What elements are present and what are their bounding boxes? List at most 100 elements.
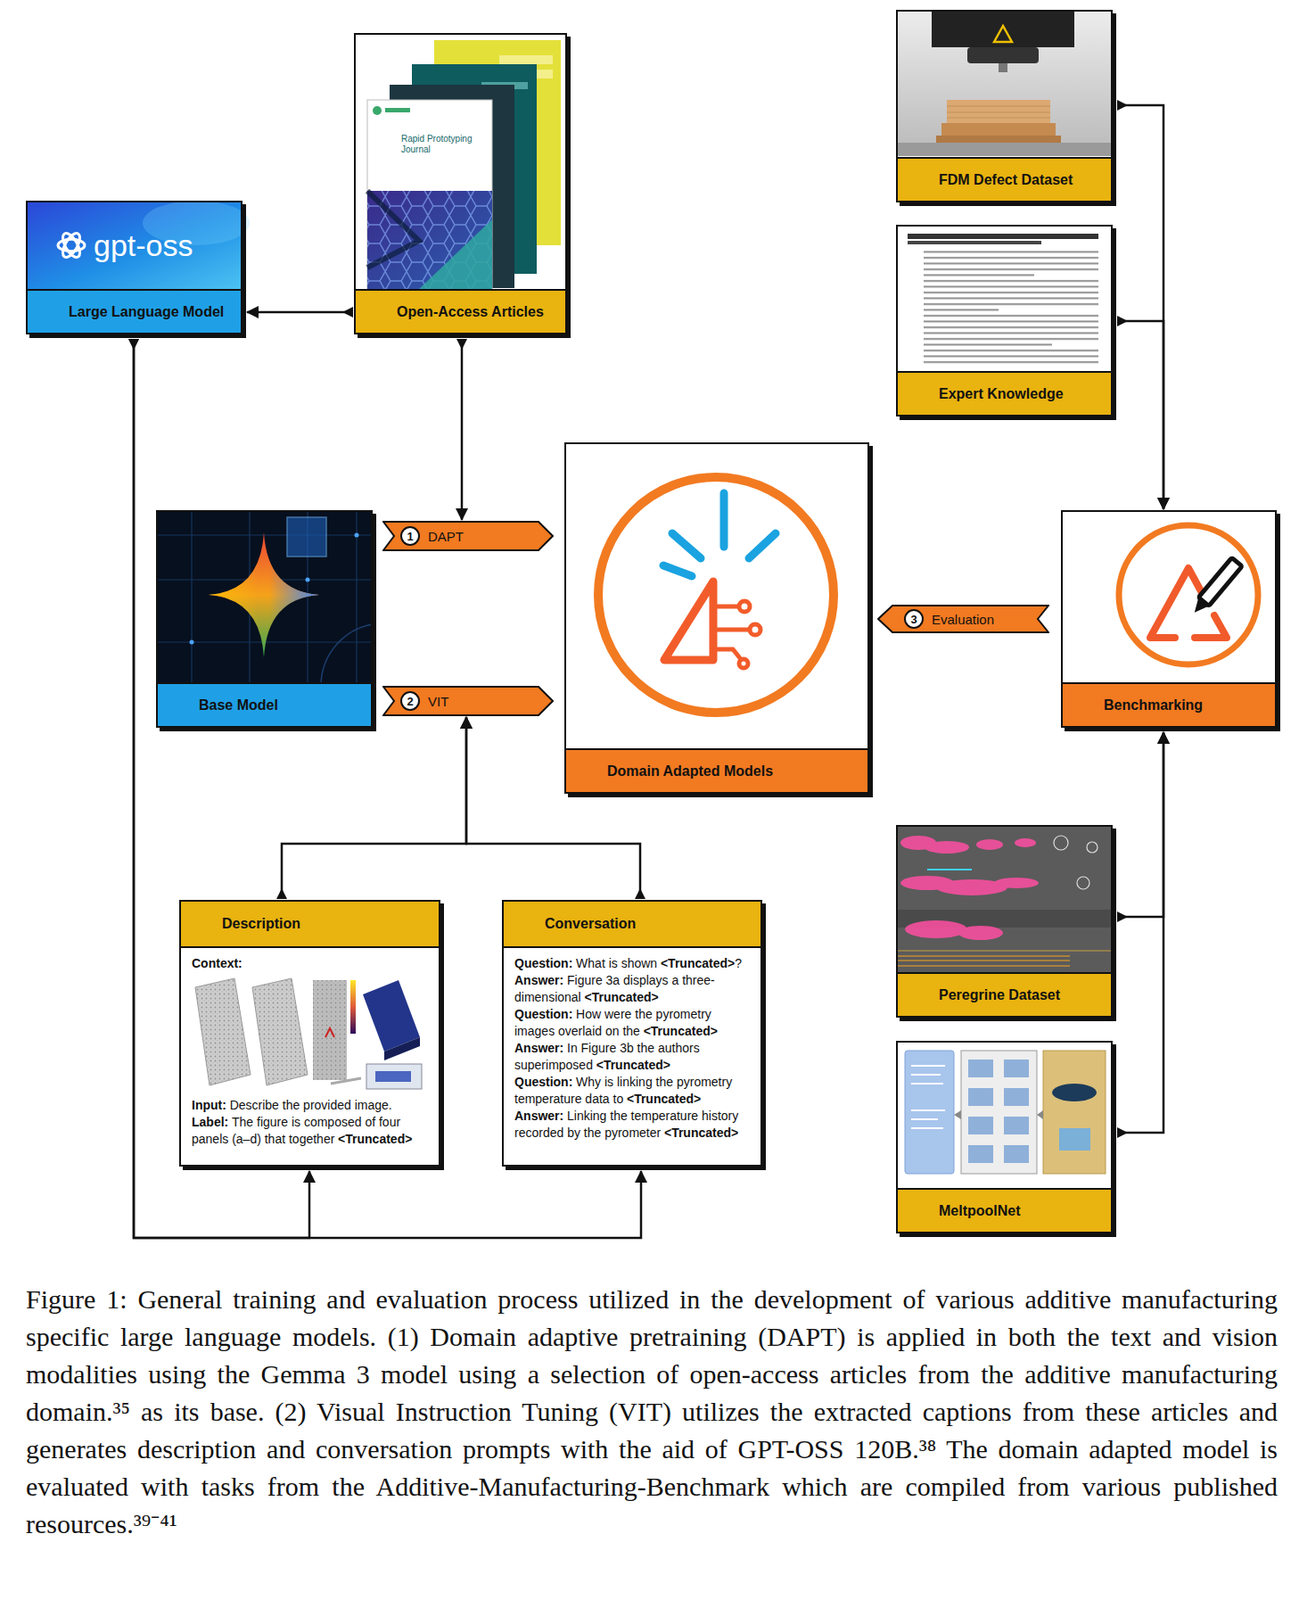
prompt-text: <Truncated>	[596, 1057, 671, 1072]
prompt-text: <Truncated>	[583, 989, 658, 1004]
prompt-text: <Truncated>	[664, 1125, 739, 1140]
connector-arrow	[1117, 731, 1164, 1133]
meltpoolnet-figure	[968, 1059, 1029, 1163]
description-figure	[195, 978, 251, 1086]
prompt-text: What is shown	[575, 955, 658, 971]
label-band: Peregrine Dataset	[897, 971, 1111, 1016]
base-model-artwork	[189, 640, 195, 645]
model-box: Domain Adapted Models	[564, 442, 870, 794]
prompt-text: Answer:	[514, 1108, 564, 1123]
prompt-text: <Truncated>	[643, 1023, 718, 1038]
chevron-content: 2 VIT	[382, 685, 554, 716]
model-box: gpt-ossLarge Language Model	[25, 200, 243, 335]
prompt-text: Question:	[514, 1074, 573, 1089]
expert-document	[1052, 341, 1101, 349]
chevron-content: 3Evaluation	[877, 604, 1050, 634]
meltpoolnet-figure	[1052, 1083, 1097, 1102]
benchmark-logo	[1194, 615, 1227, 638]
printer-photo	[941, 123, 1056, 136]
peregrine-image	[904, 920, 968, 938]
meltpoolnet-figure	[1003, 1144, 1029, 1163]
peregrine-image	[994, 877, 1039, 888]
description-figure	[252, 978, 308, 1086]
expert-document	[907, 240, 1042, 245]
domain-model-logo	[749, 624, 761, 635]
meltpoolnet-figure	[953, 1109, 962, 1119]
peregrine-image	[897, 955, 1070, 966]
prompt-text: Describe the provided image.	[230, 1097, 393, 1112]
prompt-text: ?	[734, 955, 742, 971]
step-chevron: 1DAPT	[382, 520, 554, 551]
step-chevron: 3Evaluation	[877, 604, 1050, 634]
journal-covers	[367, 190, 493, 289]
step-chevron: 2 VIT	[382, 685, 554, 716]
benchmark-box: Benchmarking	[1060, 509, 1277, 728]
peregrine-image	[1086, 841, 1098, 853]
journal-covers	[367, 190, 493, 289]
meltpoolnet-figure	[1003, 1087, 1029, 1106]
journal-covers	[499, 55, 553, 65]
printer-photo	[897, 142, 1111, 157]
model-box: Base Model	[156, 509, 373, 728]
domain-model-logo	[713, 600, 761, 668]
box-label: Base Model	[198, 697, 279, 714]
step-label: Evaluation	[931, 611, 995, 627]
expert-document	[907, 248, 924, 365]
callout-number: 2	[400, 690, 420, 711]
description-figure	[312, 979, 347, 1080]
domain-model-logo	[664, 581, 714, 660]
source-box: Open-Access Articles	[353, 32, 568, 335]
journal-covers	[367, 40, 561, 289]
meltpoolnet-figure	[968, 1059, 994, 1078]
prompt-line: Answer:Figure 3a displays a three-dimens…	[514, 971, 750, 1006]
meltpoolnet-figure	[1003, 1116, 1029, 1135]
peregrine-image	[897, 826, 1111, 974]
chevron-outline	[383, 686, 553, 716]
label-band: MeltpoolNet	[897, 1187, 1111, 1232]
printer-photo	[931, 11, 1075, 48]
meltpoolnet-figure	[968, 1116, 994, 1135]
peregrine-image	[927, 868, 972, 871]
description-figure	[312, 979, 347, 1080]
prompt-text: Answer:	[514, 972, 564, 987]
peregrine-image	[958, 925, 1004, 940]
peregrine-image	[1014, 838, 1036, 847]
prompt-text: Input:	[191, 1097, 227, 1112]
printer-photo	[967, 47, 1039, 64]
meltpoolnet-figure	[961, 1050, 1037, 1174]
card-body: Question:What is shown<Truncated>?Answer…	[503, 947, 761, 1149]
prompt-line: Question:How were the pyrometry images o…	[514, 1005, 750, 1040]
benchmark-logo	[1198, 557, 1242, 606]
step-label: VIT	[427, 693, 449, 709]
meltpoolnet-figure	[904, 1050, 954, 1174]
prompt-card: ConversationQuestion:What is shown<Trunc…	[501, 899, 763, 1167]
prompt-text: Label:	[191, 1114, 229, 1129]
figure-slot	[191, 974, 428, 1093]
card-body: Context:Input:Describe the provided imag…	[180, 947, 439, 1155]
domain-model-logo	[663, 493, 776, 576]
printer-photo	[897, 11, 1111, 157]
box-label: FDM Defect Dataset	[938, 172, 1073, 189]
connector-arrow	[281, 716, 467, 899]
description-figure	[350, 979, 356, 1034]
callout-number: 1	[400, 526, 420, 546]
card-title: Conversation	[544, 915, 636, 932]
connector-arrow	[466, 716, 641, 899]
peregrine-image	[897, 826, 1111, 974]
domain-model-logo	[739, 658, 749, 668]
benchmark-logo	[1118, 525, 1258, 665]
prompt-text: <Truncated>	[337, 1131, 412, 1146]
base-model-artwork	[287, 517, 327, 557]
base-model-artwork	[354, 533, 360, 538]
journal-covers	[372, 106, 382, 116]
prompt-line: Answer:In Figure 3b the authors superimp…	[514, 1039, 750, 1074]
cover-title: Rapid Prototyping Journal	[401, 133, 486, 155]
prompt-card: DescriptionContext:Input:Describe the pr…	[179, 899, 441, 1167]
connectors	[133, 105, 1164, 1238]
prompt-text: <Truncated>	[660, 955, 735, 971]
box-label: Expert Knowledge	[938, 386, 1064, 403]
domain-model-logo	[748, 533, 776, 559]
base-model-artwork	[208, 532, 320, 658]
domain-model-logo	[720, 493, 729, 547]
base-model-artwork	[157, 511, 373, 684]
